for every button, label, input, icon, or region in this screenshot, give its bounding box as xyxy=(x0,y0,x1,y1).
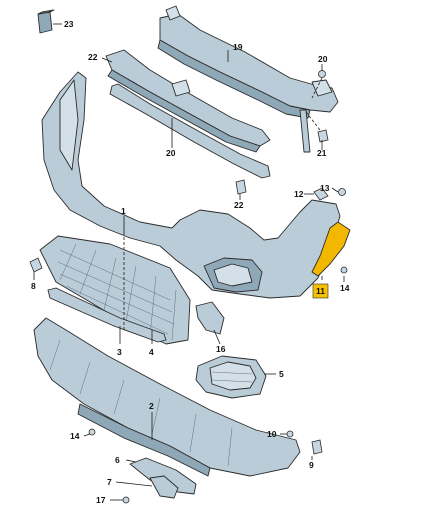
callout-11-highlight xyxy=(312,283,329,299)
part-16-strip xyxy=(109,83,271,179)
part-10-screw xyxy=(286,430,294,438)
part-14-screw-right xyxy=(340,266,348,274)
part-22-support-bar xyxy=(105,49,271,153)
callout-12: 12 xyxy=(294,189,304,199)
callout-20: 21 xyxy=(317,148,327,158)
part-1-bumper-cover xyxy=(41,71,341,299)
part-4-grille xyxy=(39,235,191,345)
callout-6: 6 xyxy=(115,455,120,465)
leader-lines xyxy=(33,23,345,501)
part-2-lower-spoiler xyxy=(33,317,301,477)
callout-5: 5 xyxy=(279,369,284,379)
callout-15: 19 xyxy=(233,42,243,52)
callout-14-right: 14 xyxy=(340,283,350,293)
callout-19: 20 xyxy=(318,54,328,64)
part-8-clip xyxy=(29,257,43,273)
callout-22: 22 xyxy=(88,52,98,62)
part-17-bracket xyxy=(195,301,225,335)
callout-17: 16 xyxy=(216,344,226,354)
part-7-cover xyxy=(149,475,179,499)
part-5-fog-grille xyxy=(195,355,267,399)
part-3-trim-strip xyxy=(47,287,167,343)
part-9-clip xyxy=(311,439,323,455)
callout-21: 22 xyxy=(234,200,244,210)
part-23-bracket xyxy=(37,9,55,34)
callout-labels: 23 19 22 20 21 20 22 1 12 13 11 14 8 3 4… xyxy=(31,19,350,505)
part-12-clip xyxy=(313,187,329,201)
callout-11: 11 xyxy=(316,286,325,296)
callout-7: 7 xyxy=(107,477,112,487)
callout-3: 3 xyxy=(117,347,122,357)
callout-13: 13 xyxy=(320,183,330,193)
callout-18: 17 xyxy=(96,495,106,505)
part-15-crossmember xyxy=(157,5,339,153)
part-13-screw xyxy=(338,188,346,196)
callout-2: 2 xyxy=(149,401,154,411)
part-11-side-bracket xyxy=(311,221,351,277)
part-19-screw xyxy=(318,70,326,78)
callout-8: 8 xyxy=(31,281,36,291)
callout-23: 23 xyxy=(64,19,74,29)
part-20-clip xyxy=(317,129,329,143)
part-18-screw xyxy=(122,496,130,504)
callout-4: 4 xyxy=(149,347,154,357)
callout-16: 20 xyxy=(166,148,176,158)
callout-10: 10 xyxy=(267,429,277,439)
part-14-screw-left xyxy=(88,428,96,436)
callout-14-left: 14 xyxy=(70,431,80,441)
callout-9: 9 xyxy=(309,460,314,470)
part-21-clip xyxy=(235,179,247,195)
callout-1: 1 xyxy=(121,206,126,216)
